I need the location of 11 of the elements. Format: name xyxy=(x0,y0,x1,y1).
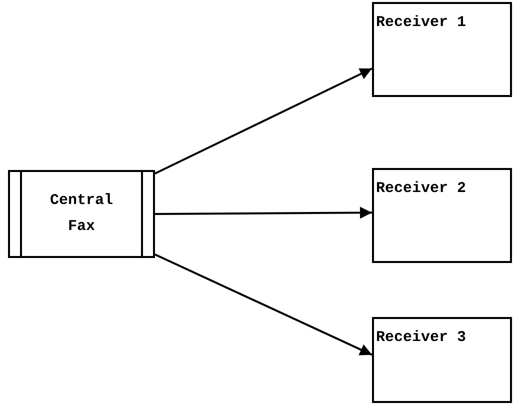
receiver-box xyxy=(372,168,512,263)
sender-box xyxy=(8,170,155,258)
receiver-box xyxy=(372,2,512,97)
arrow xyxy=(154,254,372,356)
node-label: Receiver 3 xyxy=(376,328,466,348)
node-label: Central Fax xyxy=(48,191,114,237)
node-label: Receiver 2 xyxy=(376,179,466,199)
node-label: Receiver 1 xyxy=(376,13,466,33)
receiver-box xyxy=(372,317,512,403)
arrow xyxy=(155,206,372,219)
arrow xyxy=(154,68,372,174)
